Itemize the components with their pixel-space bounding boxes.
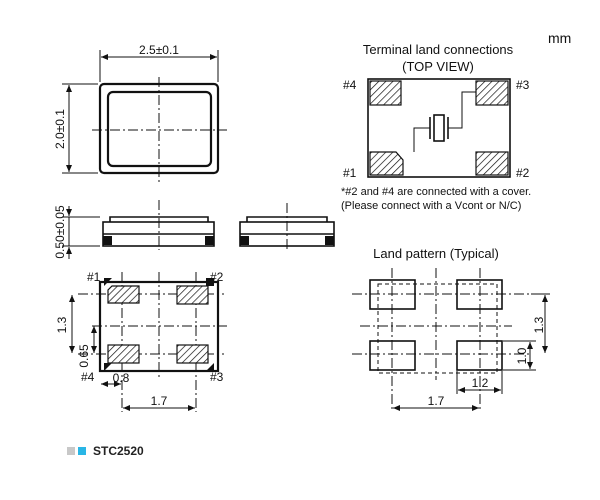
bottom-pad-label-4: #4 — [81, 370, 95, 384]
terminal-note-line1: *#2 and #4 are connected with a cover. — [341, 186, 531, 198]
side-terminal-left — [103, 236, 112, 245]
unit-label: mm — [548, 30, 571, 46]
width-dimension-label: 2.5±0.1 — [139, 43, 179, 57]
bottom-dim-1-7: 1.7 — [151, 394, 168, 408]
terminal-label-3: #3 — [516, 78, 530, 92]
pad-4 — [107, 344, 140, 364]
bottom-pad-label-2: #2 — [210, 270, 224, 284]
pad-3 — [176, 344, 209, 364]
land-dim-1-3: 1.3 — [532, 316, 546, 333]
land-dim-1-2: 1.2 — [472, 376, 489, 390]
cover-edge — [109, 216, 209, 222]
cyan-square-icon — [78, 447, 86, 455]
terminal-label-4: #4 — [343, 78, 357, 92]
land-dim-1-7: 1.7 — [428, 394, 445, 408]
terminal-connections: Terminal land connections (TOP VIEW) #4 … — [341, 42, 531, 212]
land-dim-1-0: 1.0 — [515, 347, 529, 364]
thickness-dimension-label: 0.50±0.05 — [53, 205, 67, 259]
terminal-pad-2 — [475, 151, 509, 176]
bottom-pad-label-1: #1 — [87, 270, 101, 284]
height-dimension-label: 2.0±0.1 — [53, 109, 67, 149]
terminal-pad-4 — [369, 80, 402, 106]
bottom-pad-label-3: #3 — [210, 370, 224, 384]
terminal-pad-3 — [475, 80, 509, 106]
model-name: STC2520 — [93, 444, 144, 458]
model-footer: STC2520 — [67, 444, 144, 458]
bottom-dim-0-65: 0.65 — [77, 344, 91, 368]
terminal-label-2: #2 — [516, 166, 530, 180]
top-view: 2.5±0.1 2.0±0.1 — [53, 43, 227, 182]
side-view-front: 0.50±0.05 — [53, 200, 215, 259]
gray-square-icon — [67, 447, 75, 455]
land-pattern: Land pattern (Typical) 1.3 1.0 1.2 1.7 — [352, 246, 550, 412]
land-package-outline — [377, 283, 498, 374]
terminal-package-outline — [367, 78, 511, 178]
bottom-view: #1 #2 #3 #4 1.3 0.65 0.8 1.7 — [55, 270, 227, 412]
bottom-dim-0-8: 0.8 — [113, 371, 130, 385]
side-terminal-right — [205, 236, 214, 245]
terminal-title-line2: (TOP VIEW) — [402, 59, 474, 74]
bottom-dim-1-3: 1.3 — [55, 316, 69, 333]
terminal-title-line1: Terminal land connections — [363, 42, 514, 57]
terminal-label-1: #1 — [343, 166, 357, 180]
land-pattern-title: Land pattern (Typical) — [373, 246, 499, 261]
end-terminal-right — [325, 236, 334, 245]
terminal-note-line2: (Please connect with a Vcont or N/C) — [341, 200, 521, 212]
pad-2 — [176, 285, 209, 305]
crystal-symbol — [413, 91, 476, 152]
end-terminal-left — [240, 236, 249, 245]
pad-1 — [107, 285, 140, 304]
side-view-end — [239, 203, 335, 251]
terminal-pad-1 — [369, 151, 404, 176]
